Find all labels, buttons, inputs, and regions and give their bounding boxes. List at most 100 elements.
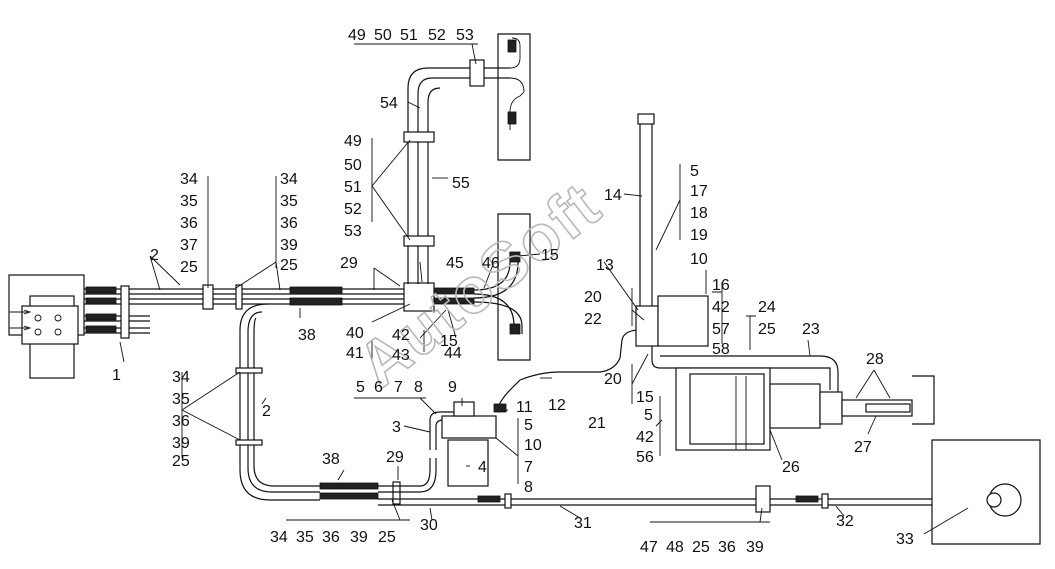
callout-5b: 5 [524, 417, 533, 434]
callout-25a: 25 [180, 259, 198, 276]
callout-25c: 25 [172, 453, 190, 470]
watermark-text: AutoSoft [344, 168, 614, 401]
callout-51: 51 [400, 27, 418, 44]
callout-48: 48 [666, 539, 684, 556]
callout-42b: 42 [712, 299, 730, 316]
callout-52: 52 [428, 27, 446, 44]
callout-11: 11 [516, 399, 533, 416]
callout-40: 40 [346, 325, 364, 342]
callout-20a: 20 [584, 289, 602, 306]
callout-8b: 8 [524, 479, 533, 496]
callout-16: 16 [712, 277, 730, 294]
callout-36e: 36 [718, 539, 736, 556]
callout-5c: 5 [690, 163, 699, 180]
callout-31: 31 [574, 515, 592, 532]
callout-35b: 35 [280, 193, 298, 210]
callout-39c: 39 [172, 435, 190, 452]
callout-12: 12 [548, 397, 566, 414]
actuator-assembly [635, 113, 935, 451]
callout-28: 28 [866, 351, 884, 368]
callout-15b: 15 [440, 333, 458, 350]
callout-34d: 34 [270, 529, 288, 546]
callout-25e: 25 [692, 539, 710, 556]
callout-50b: 50 [344, 157, 362, 174]
callout-35d: 35 [296, 529, 314, 546]
callout-33: 33 [896, 531, 914, 548]
callout-10a: 10 [524, 437, 542, 454]
callout-37a: 37 [180, 237, 198, 254]
callout-49: 49 [348, 27, 366, 44]
u-bend [473, 213, 531, 361]
callout-58: 58 [712, 341, 730, 358]
callout-5d: 5 [644, 407, 653, 424]
callout-18: 18 [690, 205, 708, 222]
callout-labels: 49 50 51 52 53 54 49 50 51 52 53 55 34 3… [112, 27, 914, 556]
callout-36b: 36 [280, 215, 298, 232]
callout-19: 19 [690, 227, 708, 244]
callout-21: 21 [588, 415, 606, 432]
callout-50: 50 [374, 27, 392, 44]
callout-32: 32 [836, 513, 854, 530]
end-unit [931, 439, 1041, 545]
callout-17: 17 [690, 183, 708, 200]
callout-55: 55 [452, 175, 470, 192]
callout-15c: 15 [636, 389, 654, 406]
callout-57: 57 [712, 321, 730, 338]
lower-pipe-run [235, 303, 1000, 513]
callout-7a: 7 [394, 379, 403, 396]
valve-assembly [429, 329, 641, 487]
callout-45: 45 [446, 255, 464, 272]
callout-42c: 42 [636, 429, 654, 446]
callout-4: 4 [478, 459, 487, 476]
callout-39d: 39 [350, 529, 368, 546]
callout-30: 30 [420, 517, 438, 534]
callout-2b: 2 [262, 403, 271, 420]
callout-27: 27 [854, 439, 872, 456]
riser-pipe [403, 33, 531, 284]
callout-29b: 29 [386, 449, 404, 466]
callout-44: 44 [444, 345, 462, 362]
callout-29a: 29 [340, 255, 358, 272]
callout-1: 1 [112, 367, 121, 384]
callout-36c: 36 [172, 413, 190, 430]
callout-34c: 34 [172, 369, 190, 386]
callout-20b: 20 [604, 371, 622, 388]
callout-43: 43 [392, 347, 410, 364]
callout-13: 13 [596, 257, 614, 274]
callout-2a: 2 [150, 247, 159, 264]
callout-39b: 39 [280, 237, 298, 254]
callout-5a: 5 [356, 379, 365, 396]
callout-41: 41 [346, 345, 364, 362]
callout-38b: 38 [322, 451, 340, 468]
callout-34a: 34 [180, 171, 198, 188]
callout-23: 23 [802, 321, 820, 338]
callout-49b: 49 [344, 133, 362, 150]
callout-36a: 36 [180, 215, 198, 232]
callout-56: 56 [636, 449, 654, 466]
callout-25d: 25 [378, 529, 396, 546]
leader-lines [119, 43, 969, 535]
callout-8a: 8 [414, 379, 423, 396]
callout-38a: 38 [298, 327, 316, 344]
callout-25b: 25 [280, 257, 298, 274]
watermark: AutoSoft [343, 167, 614, 401]
callout-10b: 10 [690, 251, 708, 268]
callout-51b: 51 [344, 179, 362, 196]
callout-47: 47 [640, 539, 658, 556]
callout-9: 9 [448, 379, 457, 396]
callout-35c: 35 [172, 391, 190, 408]
callout-15a: 15 [541, 247, 559, 264]
callout-46: 46 [482, 255, 500, 272]
callout-52b: 52 [344, 201, 362, 218]
callout-53b: 53 [344, 223, 362, 240]
main-pipe-bundle [84, 282, 475, 339]
source-unit [8, 274, 85, 379]
callout-42a: 42 [392, 327, 410, 344]
callout-36d: 36 [322, 529, 340, 546]
callout-39e: 39 [746, 539, 764, 556]
callout-53: 53 [456, 27, 474, 44]
callout-6: 6 [374, 379, 383, 396]
callout-14: 14 [604, 187, 622, 204]
callout-26: 26 [782, 459, 800, 476]
